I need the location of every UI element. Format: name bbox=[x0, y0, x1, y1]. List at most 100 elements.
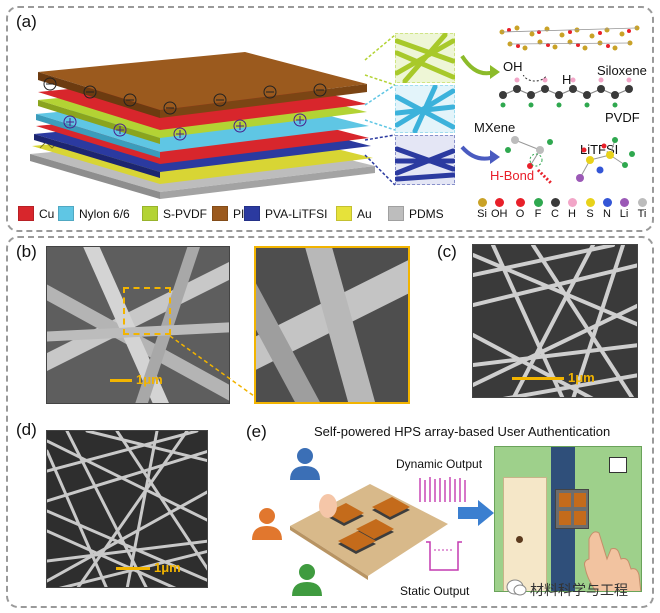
sem-image-c bbox=[472, 244, 638, 398]
pva-fiber-inset bbox=[395, 135, 455, 185]
mxene-label: MXene bbox=[474, 120, 516, 135]
h-label: H bbox=[562, 72, 572, 87]
atom-legend-item: H bbox=[564, 198, 580, 220]
atom-label: Si bbox=[477, 208, 487, 220]
static-output-signal bbox=[426, 541, 462, 571]
atom-legend-item: OH bbox=[491, 198, 508, 220]
atom-ball bbox=[567, 198, 577, 207]
zoom-connectors bbox=[169, 288, 255, 397]
nylon-fiber-inset bbox=[395, 85, 455, 133]
zoom-connectors bbox=[364, 34, 396, 186]
sem-image-d bbox=[46, 430, 208, 588]
atom-label: F bbox=[534, 208, 542, 220]
atom-legend-item: Ti bbox=[634, 198, 650, 220]
legend-label: PDMS bbox=[409, 206, 444, 221]
wechat-logo bbox=[506, 579, 527, 596]
atom-label: C bbox=[551, 208, 559, 220]
panel-b-label: (b) bbox=[16, 242, 37, 261]
user-icon bbox=[252, 508, 282, 540]
device-stack-illustration bbox=[30, 52, 375, 199]
atom-ball bbox=[494, 198, 504, 207]
atom-label: Li bbox=[619, 208, 629, 220]
sem-image-b-zoom bbox=[254, 246, 410, 404]
legend-item: PI bbox=[212, 206, 244, 221]
panel-a-label: (a) bbox=[16, 12, 37, 31]
legend-swatch bbox=[212, 206, 228, 221]
scalebar-b: 1μm bbox=[110, 372, 163, 387]
oh-label: OH bbox=[503, 59, 523, 74]
static-output-label: Static Output bbox=[400, 584, 470, 598]
panel-bcde-frame bbox=[6, 236, 654, 608]
atom-legend-item: F bbox=[530, 198, 546, 220]
panel-e-label: (e) bbox=[246, 422, 267, 441]
atom-legend-item: S bbox=[582, 198, 598, 220]
user-icon bbox=[290, 448, 320, 480]
pvdf-molecule bbox=[499, 75, 633, 108]
legend-swatch bbox=[142, 206, 158, 221]
mxene-litfsi-molecule bbox=[505, 136, 635, 186]
scalebar-d: 1μm bbox=[116, 560, 181, 575]
hps-array-board bbox=[290, 484, 448, 580]
legend-item: Cu bbox=[18, 206, 54, 221]
legend-swatch bbox=[58, 206, 74, 221]
atom-ball bbox=[477, 198, 487, 207]
atom-ball bbox=[602, 198, 612, 207]
legend-label: Nylon 6/6 bbox=[79, 206, 130, 221]
legend-label: PI bbox=[233, 206, 245, 221]
dynamic-output-signal bbox=[419, 477, 466, 502]
atom-legend-item: O bbox=[512, 198, 528, 220]
siloxene-label: Siloxene bbox=[597, 63, 647, 78]
zoom-box bbox=[123, 287, 171, 335]
door-scene bbox=[494, 446, 642, 592]
legend-item: PDMS bbox=[388, 206, 444, 221]
pvdf-label: PVDF bbox=[605, 110, 640, 125]
legend-swatch bbox=[18, 206, 34, 221]
dynamic-output-label: Dynamic Output bbox=[396, 457, 483, 471]
keypad bbox=[555, 489, 589, 529]
atom-label: N bbox=[603, 208, 611, 220]
legend-label: Au bbox=[357, 206, 372, 221]
hbond-label: H-Bond bbox=[490, 168, 535, 183]
spvdf-fiber-inset bbox=[395, 33, 455, 83]
door bbox=[503, 477, 547, 591]
atom-label: O bbox=[515, 208, 525, 220]
scalebar-c: 1μm bbox=[512, 370, 595, 385]
legend-swatch bbox=[244, 206, 260, 221]
atom-ball bbox=[619, 198, 629, 207]
panel-c-label: (c) bbox=[437, 242, 457, 261]
atom-legend-item: Li bbox=[616, 198, 632, 220]
sem-image-b bbox=[46, 246, 230, 404]
legend-item: PVA-LiTFSI bbox=[244, 206, 327, 221]
arrow-icon bbox=[460, 145, 500, 164]
arrow-icon bbox=[460, 54, 500, 79]
atom-legend-item: Si bbox=[474, 198, 490, 220]
user-icon bbox=[292, 564, 322, 596]
legend-item: S-PVDF bbox=[142, 206, 207, 221]
atom-label: H bbox=[568, 208, 576, 220]
legend-swatch bbox=[388, 206, 404, 221]
atom-ball bbox=[585, 198, 595, 207]
atom-legend-item: C bbox=[547, 198, 563, 220]
atom-ball bbox=[515, 198, 525, 207]
arrow-right-icon bbox=[458, 500, 494, 526]
atom-legend-item: N bbox=[599, 198, 615, 220]
legend-label: Cu bbox=[39, 206, 55, 221]
lamp bbox=[609, 457, 627, 473]
legend-swatch bbox=[336, 206, 352, 221]
atom-ball bbox=[637, 198, 647, 207]
legend-item: Nylon 6/6 bbox=[58, 206, 130, 221]
legend-label: PVA-LiTFSI bbox=[265, 206, 328, 221]
legend-item: Au bbox=[336, 206, 372, 221]
panel-a-frame bbox=[6, 6, 654, 232]
watermark-text: 材料科学与工程 bbox=[530, 582, 628, 598]
siloxene-molecule bbox=[499, 25, 640, 51]
atom-label: Ti bbox=[637, 208, 647, 220]
atom-label: OH bbox=[491, 208, 508, 220]
hand-icon bbox=[584, 531, 641, 591]
atom-label: S bbox=[586, 208, 594, 220]
door-knob bbox=[516, 536, 523, 543]
legend-label: S-PVDF bbox=[163, 206, 208, 221]
atom-ball bbox=[533, 198, 543, 207]
panel-d-label: (d) bbox=[16, 420, 37, 439]
atom-ball bbox=[550, 198, 560, 207]
